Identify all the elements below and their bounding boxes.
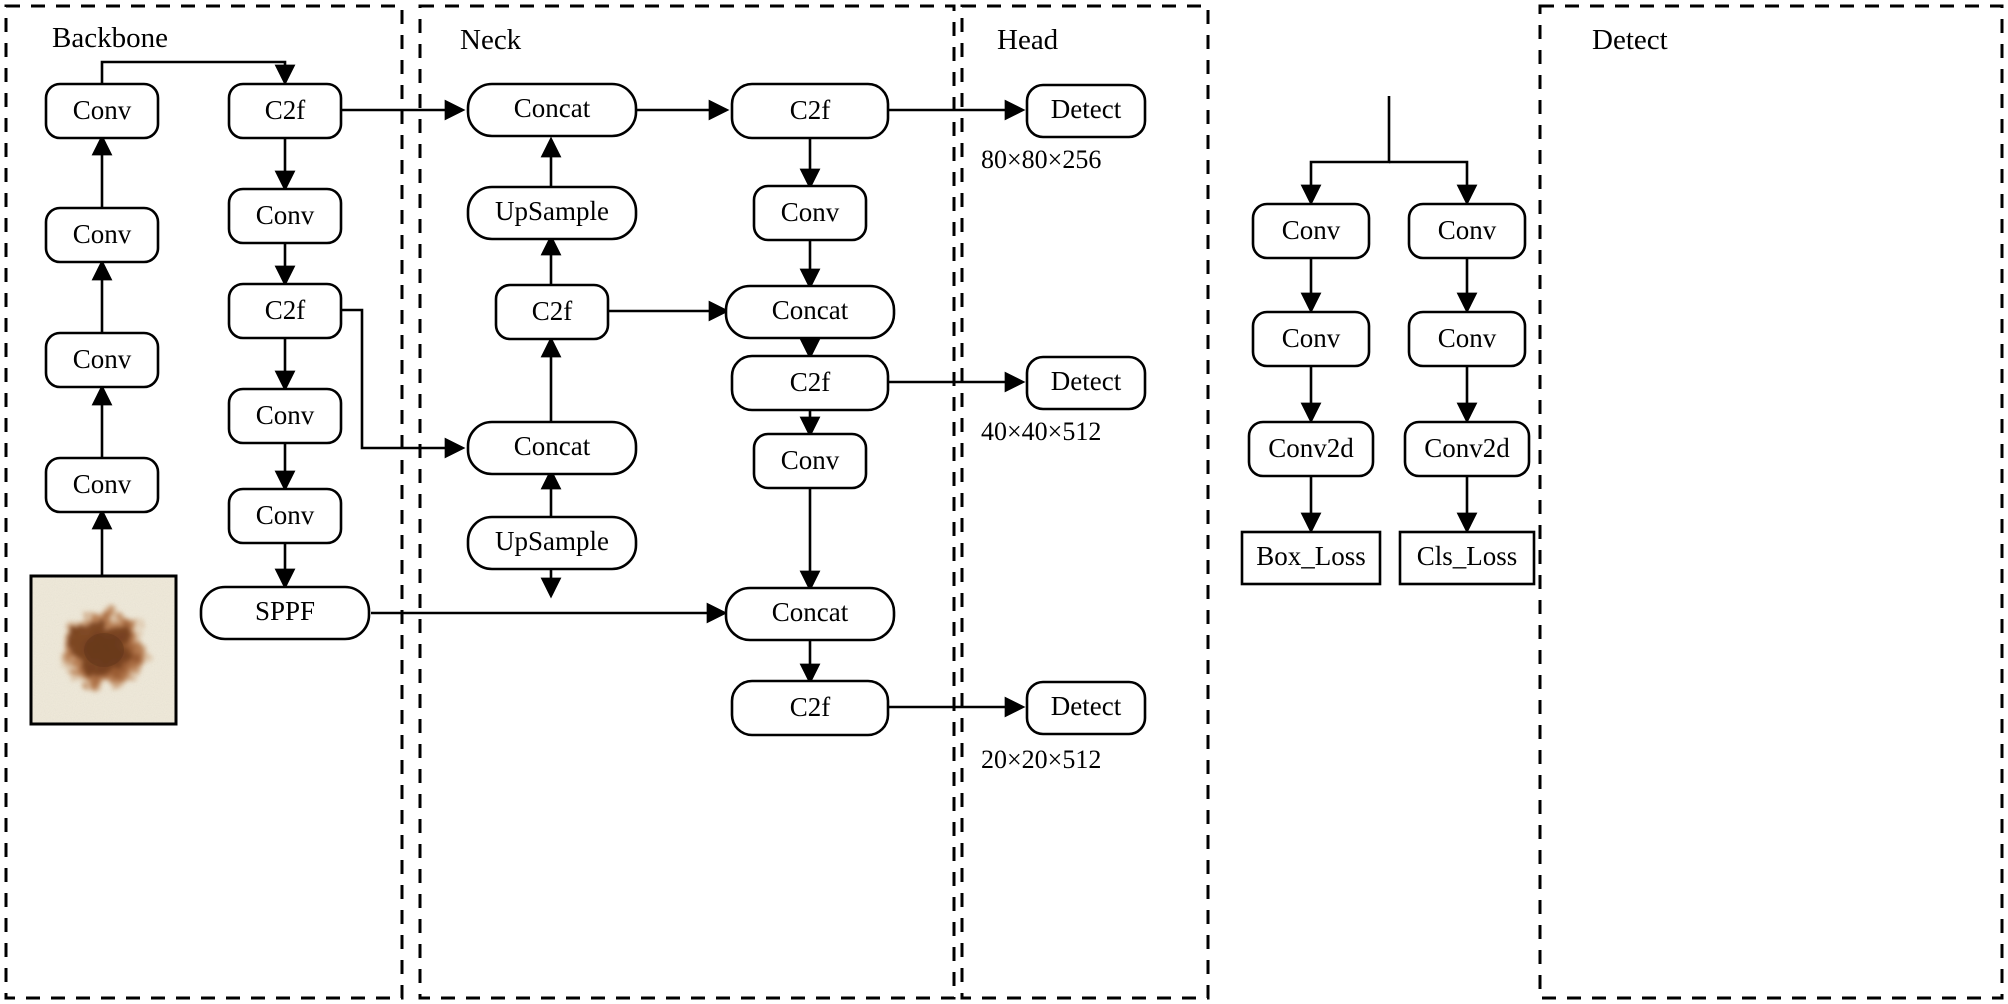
neck-node-conv-mid-right-label: Conv — [781, 445, 840, 475]
neck-node-c2f-mid-right-label: C2f — [790, 367, 831, 397]
detect-box-node-box-loss[interactable]: Box_Loss — [1240, 530, 1382, 586]
backbone-node-conv-6-label: Conv — [256, 400, 315, 430]
neck-node-c2f-top-right-label: C2f — [790, 95, 831, 125]
panel-detect — [1538, 4, 2004, 1000]
detect-cls-node-cls-loss-label: Cls_Loss — [1417, 541, 1518, 571]
neck-node-c2f-mid[interactable]: C2f — [494, 283, 610, 341]
backbone-node-c2f-2-label: C2f — [265, 295, 306, 325]
detect-cls-node-conv-1-label: Conv — [1438, 215, 1497, 245]
panel-head — [960, 4, 1210, 1000]
panel-neck — [418, 4, 956, 1000]
neck-node-concat-top[interactable]: Concat — [466, 82, 638, 138]
backbone-node-conv-4[interactable]: Conv — [44, 82, 160, 140]
detect-cls-node-conv-2-label: Conv — [1438, 323, 1497, 353]
head-node-detect-3[interactable]: Detect — [1025, 680, 1147, 736]
edge-detect-split-left — [1300, 96, 1391, 206]
backbone-node-conv-3[interactable]: Conv — [44, 206, 160, 264]
head-dims-3: 20×20×512 — [981, 745, 1101, 774]
backbone-node-conv-5-label: Conv — [256, 200, 315, 230]
edge-conv4-to-c2f1 — [100, 60, 296, 86]
backbone-node-c2f-1[interactable]: C2f — [227, 82, 343, 140]
panel-title-head: Head — [997, 24, 1059, 56]
backbone-node-conv-4-label: Conv — [73, 95, 132, 125]
neck-node-upsample-bottom[interactable]: UpSample — [466, 515, 638, 571]
neck-node-upsample-bottom-label: UpSample — [495, 526, 609, 556]
head-node-detect-2[interactable]: Detect — [1025, 355, 1147, 411]
panel-title-neck: Neck — [460, 24, 522, 56]
head-node-detect-3-label: Detect — [1051, 691, 1122, 721]
detect-cls-node-conv-2[interactable]: Conv — [1407, 310, 1527, 368]
neck-node-concat-mid-right-label: Concat — [772, 295, 849, 325]
detect-box-node-conv2d-label: Conv2d — [1268, 433, 1354, 463]
head-node-detect-1-label: Detect — [1051, 94, 1122, 124]
detect-box-node-conv-1[interactable]: Conv — [1251, 202, 1371, 260]
neck-node-c2f-mid-right[interactable]: C2f — [730, 354, 890, 412]
panel-backbone — [4, 4, 404, 1000]
backbone-node-conv-2-label: Conv — [73, 344, 132, 374]
neck-node-c2f-mid-label: C2f — [532, 296, 573, 326]
edge-detect-split-right — [1389, 160, 1478, 206]
detect-box-node-conv2d[interactable]: Conv2d — [1247, 420, 1375, 478]
backbone-node-conv-7-label: Conv — [256, 500, 315, 530]
head-dims-1: 80×80×256 — [981, 145, 1101, 174]
neck-node-conv-top-right[interactable]: Conv — [752, 184, 868, 242]
neck-node-upsample-top[interactable]: UpSample — [466, 185, 638, 241]
backbone-node-conv-7[interactable]: Conv — [227, 487, 343, 545]
neck-node-conv-mid-right[interactable]: Conv — [752, 432, 868, 490]
detect-cls-node-conv-1[interactable]: Conv — [1407, 202, 1527, 260]
input-image-thumbnail — [29, 574, 178, 726]
backbone-node-conv-1[interactable]: Conv — [44, 456, 160, 514]
panel-title-detect: Detect — [1592, 24, 1668, 56]
panel-title-backbone: Backbone — [52, 22, 168, 54]
neck-node-concat-top-label: Concat — [514, 93, 591, 123]
backbone-node-c2f-2[interactable]: C2f — [227, 282, 343, 340]
neck-node-upsample-top-label: UpSample — [495, 196, 609, 226]
detect-box-node-conv-2-label: Conv — [1282, 323, 1341, 353]
detect-cls-node-conv2d[interactable]: Conv2d — [1403, 420, 1531, 478]
neck-node-concat-mid-right[interactable]: Concat — [724, 284, 896, 340]
detect-cls-node-conv2d-label: Conv2d — [1424, 433, 1510, 463]
neck-node-concat-bottom-right[interactable]: Concat — [724, 586, 896, 642]
neck-node-concat-mid[interactable]: Concat — [466, 420, 638, 476]
detect-box-node-box-loss-label: Box_Loss — [1256, 541, 1366, 571]
neck-node-c2f-top-right[interactable]: C2f — [730, 82, 890, 140]
backbone-node-conv-1-label: Conv — [73, 469, 132, 499]
detect-cls-node-cls-loss[interactable]: Cls_Loss — [1398, 530, 1536, 586]
backbone-node-c2f-1-label: C2f — [265, 95, 306, 125]
neck-node-concat-bottom-right-label: Concat — [772, 597, 849, 627]
backbone-node-conv-6[interactable]: Conv — [227, 387, 343, 445]
backbone-node-sppf-label: SPPF — [255, 596, 315, 626]
head-dims-2: 40×40×512 — [981, 417, 1101, 446]
backbone-node-conv-3-label: Conv — [73, 219, 132, 249]
neck-node-conv-top-right-label: Conv — [781, 197, 840, 227]
neck-node-concat-mid-label: Concat — [514, 431, 591, 461]
neck-node-c2f-bottom-right-label: C2f — [790, 692, 831, 722]
backbone-node-conv-2[interactable]: Conv — [44, 331, 160, 389]
backbone-node-sppf[interactable]: SPPF — [199, 585, 371, 641]
detect-box-node-conv-1-label: Conv — [1282, 215, 1341, 245]
edge-c2f2-to-neck-concat-mid — [340, 308, 466, 459]
head-node-detect-1[interactable]: Detect — [1025, 83, 1147, 139]
backbone-node-conv-5[interactable]: Conv — [227, 187, 343, 245]
head-node-detect-2-label: Detect — [1051, 366, 1122, 396]
neck-node-c2f-bottom-right[interactable]: C2f — [730, 679, 890, 737]
detect-box-node-conv-2[interactable]: Conv — [1251, 310, 1371, 368]
